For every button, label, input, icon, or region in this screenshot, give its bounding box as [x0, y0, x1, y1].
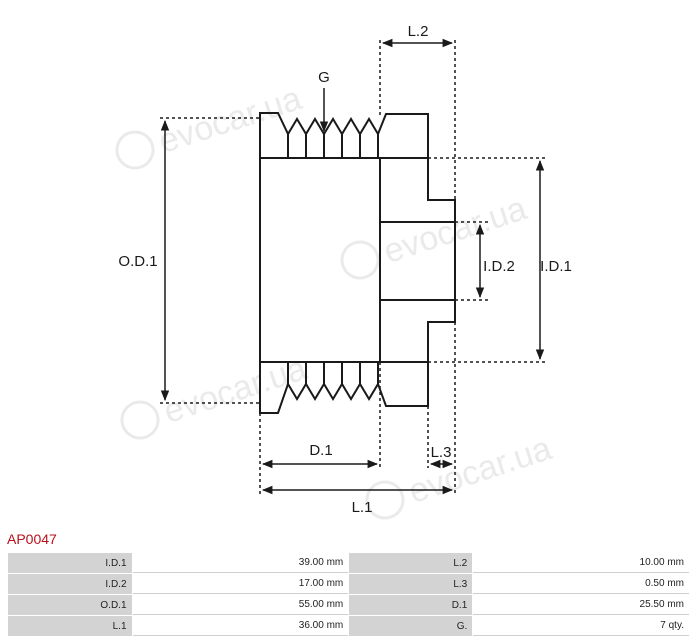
svg-text:evocar.ua: evocar.ua: [154, 79, 306, 161]
spec-value: 7 qty.: [473, 616, 689, 636]
spec-label: I.D.1: [8, 553, 132, 573]
table-row: I.D.2 17.00 mm L.3 0.50 mm: [8, 574, 689, 594]
watermark-4: evocar.ua: [365, 429, 556, 520]
spec-value: 25.50 mm: [473, 595, 689, 615]
table-row: I.D.1 39.00 mm L.2 10.00 mm: [8, 553, 689, 573]
spec-value: 39.00 mm: [132, 553, 349, 573]
label-l2: L.2: [408, 23, 429, 40]
watermark-1: evocar.ua: [115, 79, 306, 170]
specs-table: I.D.1 39.00 mm L.2 10.00 mm I.D.2 17.00 …: [7, 552, 690, 637]
groove-profile-bottom: [259, 362, 429, 414]
spec-label: D.1: [349, 595, 473, 615]
table-row: L.1 36.00 mm G. 7 qty.: [8, 616, 689, 636]
label-l3: L.3: [431, 444, 452, 461]
label-od1: O.D.1: [118, 253, 157, 270]
label-id2: I.D.2: [483, 258, 515, 275]
spec-value: 0.50 mm: [473, 574, 689, 594]
extension-lines: [160, 40, 545, 495]
spec-label: O.D.1: [8, 595, 132, 615]
spec-label: I.D.2: [8, 574, 132, 594]
pulley-body: [259, 157, 381, 363]
label-l1: L.1: [352, 499, 373, 516]
spec-label: L.3: [349, 574, 473, 594]
hub-bore: [379, 221, 456, 301]
spec-label: L.1: [8, 616, 132, 636]
spec-label: L.2: [349, 553, 473, 573]
spec-value: 36.00 mm: [132, 616, 349, 636]
pulley-diagram: evocar.ua evocar.ua evocar.ua evocar.ua: [115, 23, 572, 520]
watermark-3: evocar.ua: [120, 349, 311, 440]
hub-step-bottom: [427, 300, 456, 362]
table-row: O.D.1 55.00 mm D.1 25.50 mm: [8, 595, 689, 615]
spec-value: 55.00 mm: [132, 595, 349, 615]
spec-value: 10.00 mm: [473, 553, 689, 573]
label-id1: I.D.1: [540, 258, 572, 275]
groove-ticks-top: [287, 134, 379, 158]
part-code: AP0047: [7, 531, 57, 547]
spec-value: 17.00 mm: [132, 574, 349, 594]
groove-ticks-bottom: [287, 362, 379, 384]
watermark-group: evocar.ua evocar.ua evocar.ua evocar.ua: [115, 79, 556, 520]
label-d1: D.1: [309, 442, 332, 459]
label-g: G: [318, 69, 330, 86]
groove-profile-top: [259, 112, 429, 158]
svg-text:evocar.ua: evocar.ua: [404, 429, 556, 511]
spec-label: G.: [349, 616, 473, 636]
